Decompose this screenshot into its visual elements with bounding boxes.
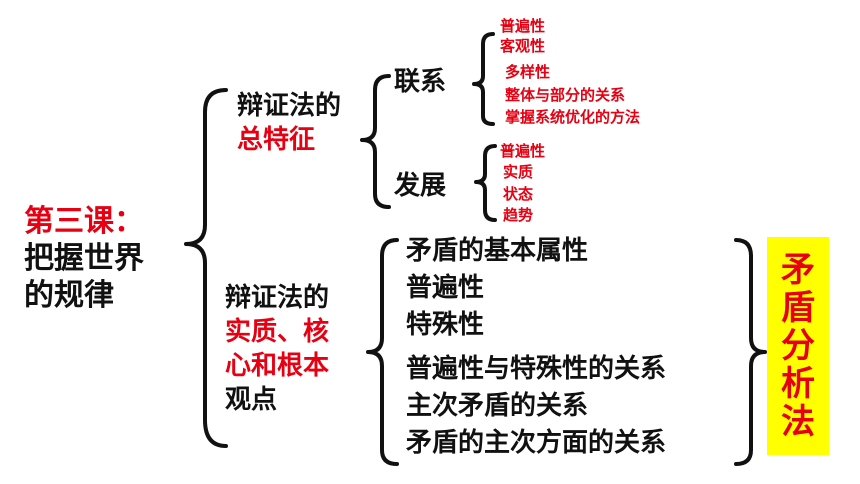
- essence-left-brace: [366, 238, 399, 466]
- list-item: 主次矛盾的关系: [406, 391, 589, 421]
- list-item: 多样性: [505, 63, 551, 81]
- list-item: 实质: [503, 163, 534, 181]
- list-item: 整体与部分的关系: [505, 86, 626, 104]
- method-highlight-box: 矛 盾 分 析 法: [767, 237, 829, 455]
- method-char: 分: [781, 325, 815, 366]
- root-subtitle-line2: 的规律: [24, 278, 114, 313]
- method-char: 析: [781, 364, 815, 405]
- essence-right-brace: [734, 238, 767, 466]
- list-item: 矛盾的基本属性: [406, 236, 589, 266]
- list-item: 掌握系统优化的方法: [505, 108, 641, 126]
- list-item: 趋势: [503, 206, 534, 224]
- method-char: 矛: [781, 249, 815, 290]
- list-item: 特殊性: [406, 310, 485, 340]
- branch2-line2: 实质、核: [225, 317, 330, 347]
- branch2-line3: 心和根本: [225, 351, 330, 381]
- list-item: 矛盾的主次方面的关系: [406, 428, 667, 458]
- connection-label: 联系: [394, 67, 447, 97]
- development-brace: [474, 144, 497, 222]
- development-label: 发展: [394, 171, 447, 201]
- list-item: 状态: [503, 185, 534, 203]
- method-char: 盾: [781, 287, 815, 328]
- list-item: 普遍性: [406, 273, 485, 303]
- connection-brace: [472, 32, 495, 126]
- root-brace: [184, 88, 228, 448]
- list-item: 客观性: [500, 37, 546, 55]
- branch2-line4: 观点: [225, 385, 278, 415]
- branch1-line1: 辩证法的: [237, 91, 342, 121]
- list-item: 普遍性与特殊性的关系: [406, 354, 667, 384]
- list-item: 普遍性: [500, 17, 546, 35]
- list-item: 普遍性: [500, 142, 546, 160]
- method-char: 法: [781, 402, 815, 443]
- branch2-line1: 辩证法的: [225, 283, 330, 313]
- feature-brace: [360, 74, 391, 209]
- branch1-line2: 总特征: [237, 125, 316, 155]
- root-title: 第三课：: [24, 204, 144, 239]
- root-subtitle-line1: 把握世界: [24, 241, 144, 276]
